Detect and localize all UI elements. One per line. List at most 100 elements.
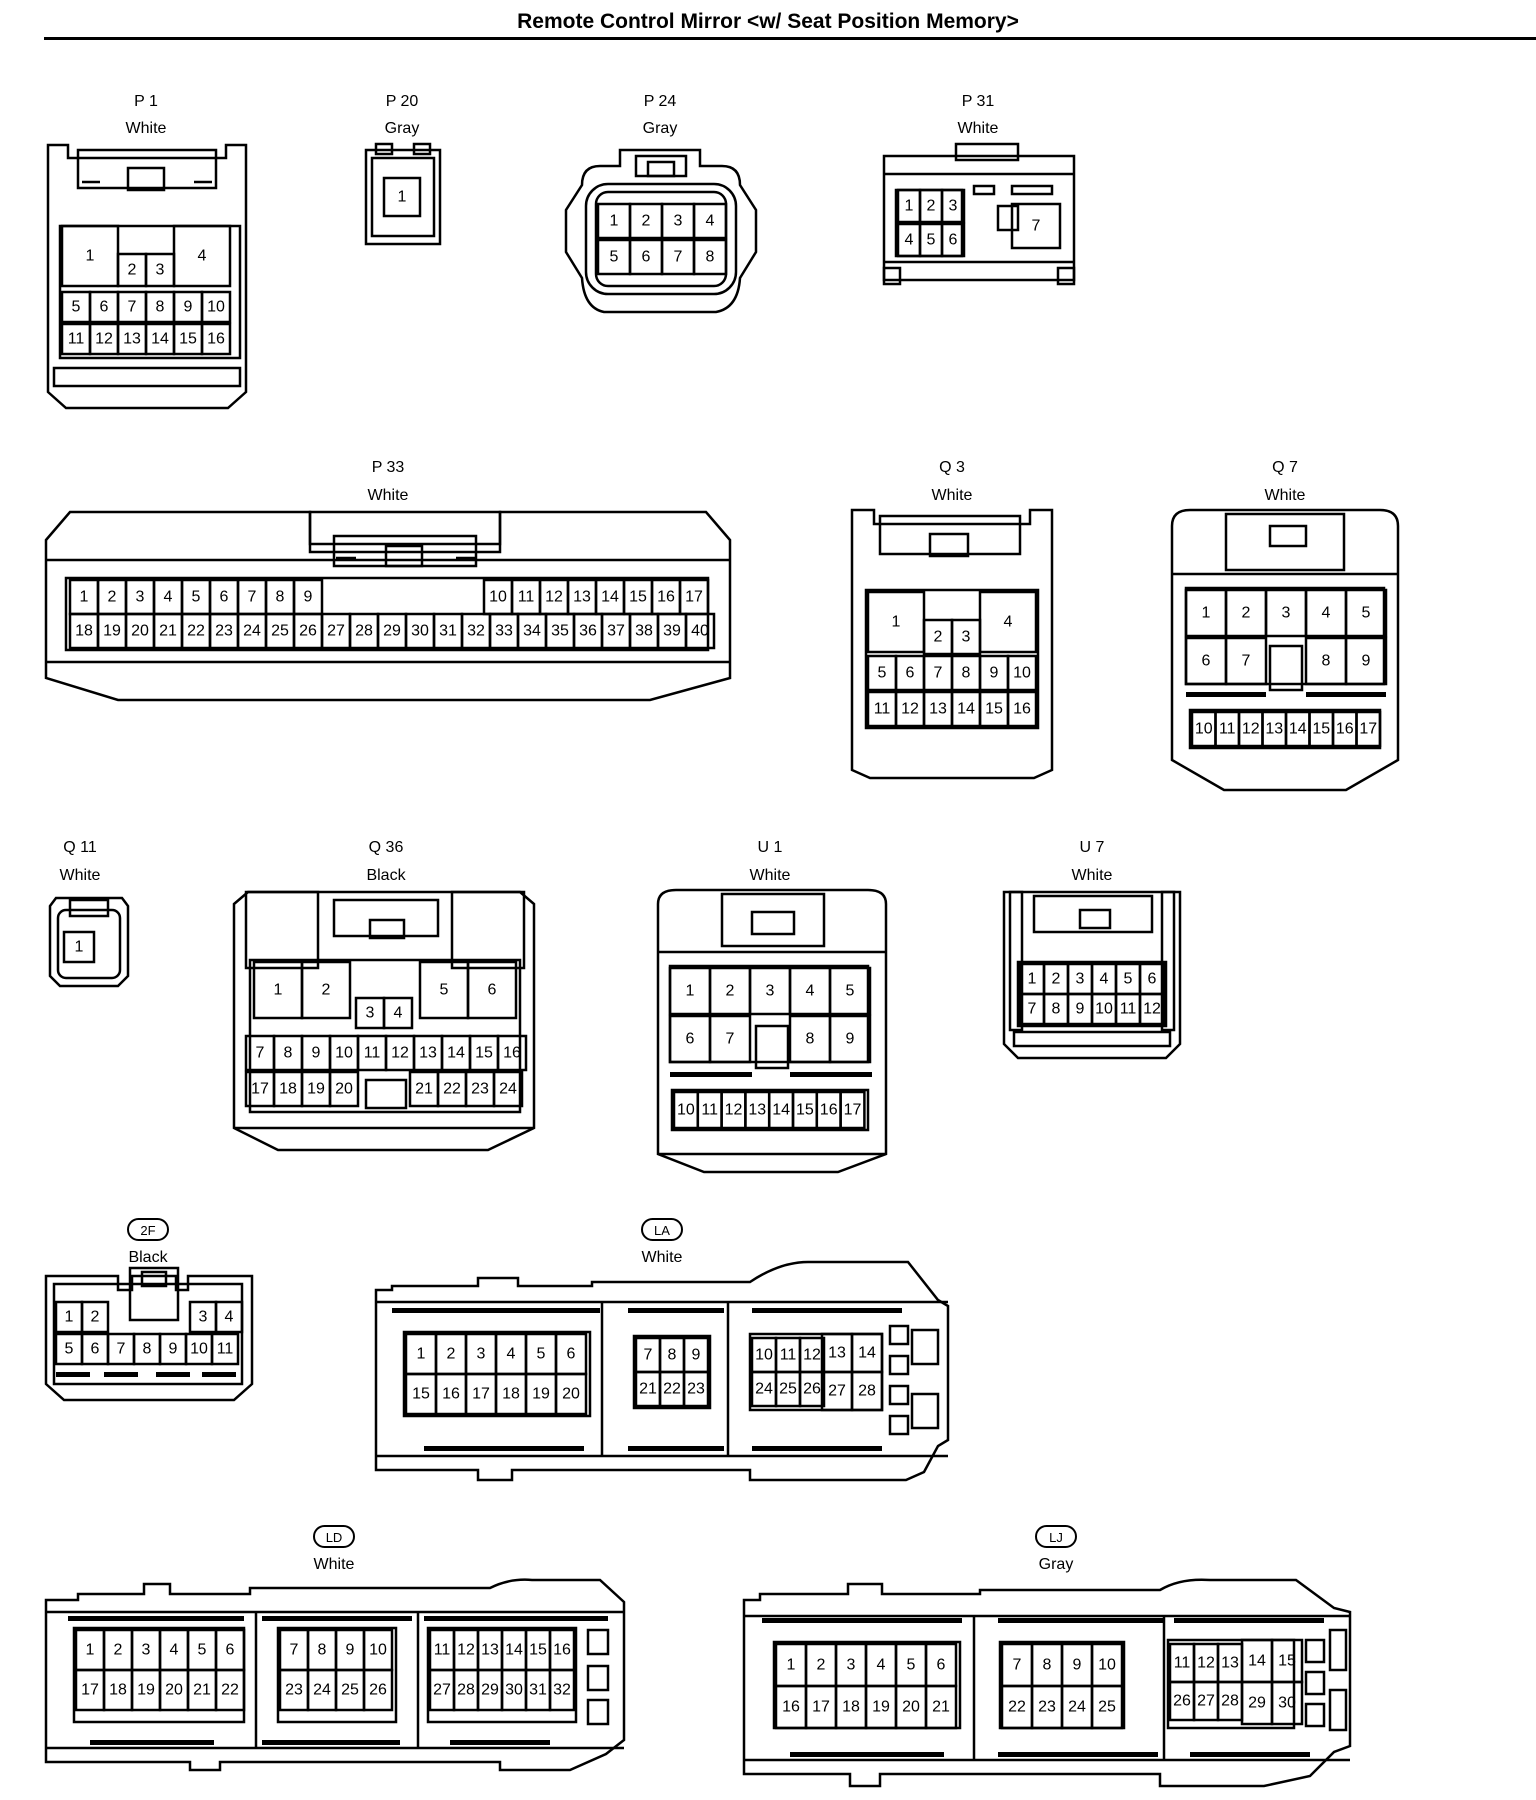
pin-cavity: 22 xyxy=(1000,1684,1034,1730)
locking-bar xyxy=(424,1616,608,1621)
pin-cavity: 22 xyxy=(180,612,212,650)
pin-number: 8 xyxy=(318,1642,327,1659)
pin-cavity: 15 xyxy=(978,690,1010,728)
pin-number: 7 xyxy=(644,1347,653,1364)
pin-cavity: 13 xyxy=(566,578,598,616)
pin-cavity: 2 xyxy=(804,1642,838,1688)
pin-cavity: 1 xyxy=(62,930,96,964)
pin-cavity: 8 xyxy=(264,578,296,616)
housing-outline xyxy=(996,204,1020,232)
pin-number: 21 xyxy=(639,1381,657,1398)
pin-number: 3 xyxy=(477,1346,486,1363)
pin-cavity: 17 xyxy=(678,578,710,616)
pin-number: 1 xyxy=(86,248,95,265)
pin-box xyxy=(382,996,414,1030)
pin-cavity: 6 xyxy=(80,1332,110,1366)
housing-outline xyxy=(76,148,218,190)
pin-cavity: 6 xyxy=(924,1642,958,1688)
pin-number: 2 xyxy=(934,629,943,646)
pin-cavity: 2 xyxy=(1042,962,1070,996)
connector-color: White xyxy=(642,1249,683,1266)
pin-number: 5 xyxy=(1124,971,1133,988)
locking-bar xyxy=(392,1308,600,1313)
pin-number: 12 xyxy=(391,1045,409,1062)
connector-color: Gray xyxy=(1039,1556,1074,1573)
pin-box xyxy=(548,1668,576,1712)
pin-number: 19 xyxy=(307,1081,325,1098)
pin-number: 10 xyxy=(1098,1657,1116,1674)
pin-box xyxy=(798,1370,826,1408)
pin-number: 3 xyxy=(1282,605,1291,622)
pin-number: 11 xyxy=(68,331,85,348)
pin-number: 7 xyxy=(1032,218,1041,235)
housing-outline xyxy=(426,1626,578,1724)
pin-number: 3 xyxy=(766,983,775,1000)
pin-cavity: 1 xyxy=(668,966,712,1016)
pin-number: 4 xyxy=(1004,614,1013,631)
pin-number: 7 xyxy=(117,1341,126,1358)
pin-cavity: 21 xyxy=(634,1370,662,1408)
pin-number: 9 xyxy=(184,299,193,316)
pin-number: 16 xyxy=(657,589,675,606)
pin-cavity: 1 xyxy=(1184,588,1228,638)
pin-number: 18 xyxy=(109,1682,127,1699)
pin-number: 7 xyxy=(674,249,683,266)
housing-outline xyxy=(634,154,688,178)
pin-number: 11 xyxy=(780,1347,797,1364)
pin-cavity: 7 xyxy=(634,1336,662,1374)
pin-number: 33 xyxy=(495,623,513,640)
pin-number: 20 xyxy=(131,623,149,640)
pin-box xyxy=(80,1300,110,1334)
pin-cavity: 21 xyxy=(186,1668,218,1712)
pin-cavity: 14 xyxy=(1240,1638,1274,1684)
pin-cavity: 13 xyxy=(744,1090,771,1130)
pin-cavity: 3 xyxy=(130,1628,162,1672)
pin-number: 31 xyxy=(439,623,457,640)
housing-outline xyxy=(878,514,1022,556)
housing-outline xyxy=(402,1330,592,1418)
housing-outline xyxy=(656,888,888,1174)
pin-number: 10 xyxy=(677,1102,695,1119)
connector-id: P 31 xyxy=(962,93,995,110)
housing-outline xyxy=(864,588,1040,730)
pin-cavity: 23 xyxy=(278,1668,310,1712)
pin-number: 10 xyxy=(190,1341,208,1358)
housing-outline xyxy=(910,1328,940,1366)
pin-box xyxy=(214,1300,244,1334)
locking-bar xyxy=(762,1618,962,1623)
pin-number: 4 xyxy=(1322,605,1331,622)
locking-bar xyxy=(790,1752,944,1757)
pin-cavity: 12 xyxy=(1192,1642,1220,1684)
pin-cavity: 14 xyxy=(594,578,626,616)
pin-cavity: 8 xyxy=(1304,636,1348,686)
pin-cavity: 4 xyxy=(158,1628,190,1672)
housing-outline xyxy=(928,532,970,558)
pin-number: 23 xyxy=(1038,1699,1056,1716)
pin-cavity: 20 xyxy=(158,1668,190,1712)
pin-box xyxy=(684,612,716,650)
pin-number: 5 xyxy=(72,299,81,316)
pin-cavity: 3 xyxy=(950,618,982,656)
pin-cavity: 2 xyxy=(708,966,752,1016)
pin-number: 6 xyxy=(686,1031,695,1048)
pin-number: 4 xyxy=(1100,971,1109,988)
pin-cavity: 7 xyxy=(708,1014,752,1064)
pin-cavity: 5 xyxy=(1114,962,1142,996)
locking-bar xyxy=(90,1740,214,1745)
pin-cavity: 7 xyxy=(278,1628,310,1672)
pin-number: 3 xyxy=(136,589,145,606)
title-rule xyxy=(44,37,1536,40)
connector-color: Gray xyxy=(643,120,678,137)
pin-cavity: 10 xyxy=(184,1332,214,1366)
pin-number: 12 xyxy=(1197,1655,1215,1672)
pin-number: 11 xyxy=(434,1642,451,1659)
pin-cavity: 7 xyxy=(1010,202,1062,250)
pin-number: 18 xyxy=(502,1386,520,1403)
pin-cavity: 19 xyxy=(96,612,128,650)
pin-number: 1 xyxy=(1202,605,1211,622)
pin-number: 22 xyxy=(221,1682,239,1699)
pin-cavity: 40 xyxy=(684,612,716,650)
pin-number: 23 xyxy=(285,1682,303,1699)
